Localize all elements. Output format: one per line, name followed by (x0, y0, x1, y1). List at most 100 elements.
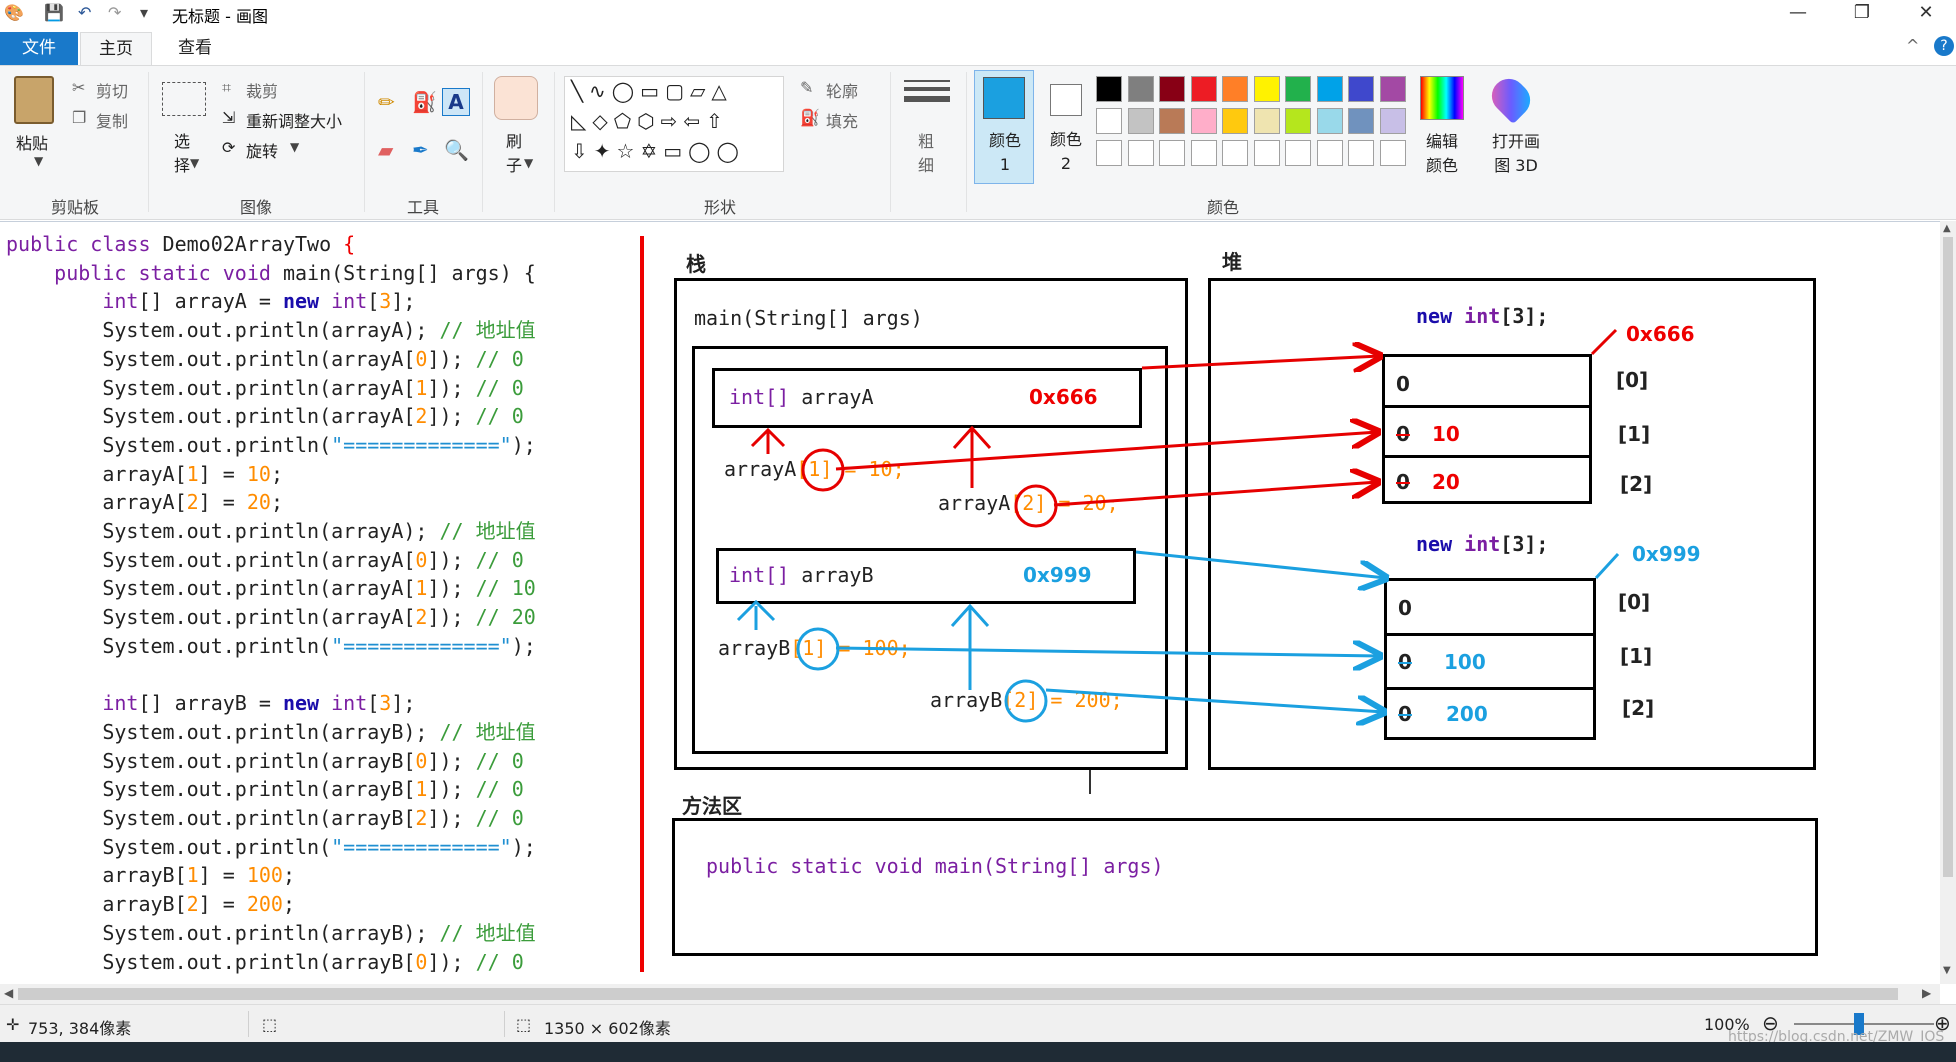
palette-swatch[interactable] (1285, 76, 1311, 102)
brush-icon[interactable] (494, 76, 538, 120)
shapes-gallery[interactable]: ╲∿◯▭▢▱△ ◺◇⬠⬡⇨⇦⇧ ⇩✦☆✡▭◯◯ (564, 76, 784, 172)
scroll-up-icon[interactable]: ▲ (1943, 223, 1951, 234)
pencil-icon[interactable]: ✏ (378, 90, 395, 114)
save-icon[interactable]: 💾 (44, 3, 64, 22)
palette-swatch[interactable] (1253, 140, 1280, 166)
tab-file[interactable]: 文件 (0, 32, 78, 65)
horizontal-scroll-thumb[interactable] (18, 988, 1898, 1000)
minimize-button[interactable]: — (1789, 2, 1807, 23)
size-icon[interactable] (904, 80, 950, 110)
code-token: 2 (415, 605, 428, 630)
fill-bucket-icon[interactable]: ⛽ (412, 90, 437, 114)
palette-swatch[interactable] (1222, 108, 1248, 134)
rotate-button[interactable]: 旋转 (246, 142, 279, 161)
vertical-scrollbar[interactable]: ▲ ▼ (1940, 221, 1956, 984)
color2-button[interactable]: 颜色 2 (1038, 70, 1094, 184)
palette-swatch[interactable] (1316, 108, 1343, 134)
cut-icon[interactable]: ✂ (72, 78, 86, 97)
palette-swatch[interactable] (1096, 108, 1122, 134)
heapB-cell-1-old: 0 (1398, 650, 1412, 674)
quick-access-dropdown-icon[interactable]: ▾ (140, 3, 149, 22)
edit-colors-button[interactable]: 编辑颜色 (1425, 132, 1458, 175)
palette-swatch[interactable] (1127, 76, 1154, 102)
palette-swatch[interactable] (1159, 76, 1185, 102)
palette-swatch[interactable] (1348, 108, 1374, 134)
outline-button[interactable]: 轮廓 (826, 82, 859, 101)
code-token: ); (511, 432, 536, 457)
copy-button[interactable]: 复制 (96, 112, 129, 131)
palette-swatch[interactable] (1379, 76, 1406, 102)
palette-swatch[interactable] (1096, 140, 1122, 166)
palette-swatch[interactable] (1316, 76, 1343, 102)
cut-button[interactable]: 剪切 (96, 82, 129, 101)
palette-swatch[interactable] (1222, 76, 1248, 102)
rotate-dropdown-icon[interactable]: ▼ (290, 140, 300, 154)
copy-icon[interactable]: ❐ (72, 108, 87, 127)
palette-swatch[interactable] (1348, 140, 1374, 166)
tab-view[interactable]: 查看 (178, 38, 212, 58)
paint3d-button[interactable]: 打开画图 3D (1491, 132, 1540, 175)
palette-swatch[interactable] (1159, 108, 1185, 134)
redo-icon[interactable]: ↷ (108, 3, 122, 22)
brush-dropdown-icon[interactable]: ▼ (524, 156, 534, 170)
restore-button[interactable]: ❐ (1853, 2, 1871, 23)
brush-button[interactable]: 刷子 (506, 132, 523, 175)
zoom-in-icon[interactable]: ⊕ (1934, 1011, 1951, 1035)
eraser-icon[interactable]: ▰ (378, 138, 394, 162)
palette-swatch[interactable] (1127, 140, 1154, 166)
rotate-icon[interactable]: ⟳ (222, 138, 236, 157)
help-icon[interactable]: ? (1934, 36, 1954, 56)
paste-dropdown-icon[interactable]: ▼ (34, 154, 44, 168)
magnifier-icon[interactable]: 🔍 (444, 138, 469, 162)
resize-icon[interactable]: ⇲ (222, 108, 236, 127)
palette-swatch[interactable] (1285, 108, 1311, 134)
tab-home[interactable]: 主页 (80, 32, 152, 65)
undo-icon[interactable]: ↶ (78, 3, 92, 22)
assign-a1-var: arrayA (724, 457, 797, 481)
fill-icon[interactable]: ⛽ (800, 108, 820, 127)
color1-button[interactable]: 颜色 1 (974, 70, 1034, 184)
outline-icon[interactable]: ✎ (800, 78, 814, 97)
palette-swatch[interactable] (1285, 140, 1311, 166)
palette-swatch[interactable] (1379, 140, 1406, 166)
palette-swatch[interactable] (1190, 108, 1217, 134)
zoom-slider-thumb[interactable] (1854, 1013, 1864, 1035)
select-button[interactable]: 选择 (174, 132, 191, 175)
collapse-ribbon-icon[interactable]: ^ (1906, 36, 1920, 55)
paste-icon[interactable] (14, 76, 54, 124)
palette-swatch[interactable] (1348, 76, 1374, 102)
palette-swatch[interactable] (1190, 140, 1217, 166)
crop-button[interactable]: 裁剪 (246, 82, 279, 101)
size-button[interactable]: 粗细 (918, 132, 935, 175)
scroll-left-icon[interactable]: ◀ (4, 986, 14, 1000)
shapes-row-1-icons[interactable]: ╲∿◯▭▢▱△ (571, 79, 733, 103)
fill-button[interactable]: 填充 (826, 112, 859, 131)
palette-swatch[interactable] (1222, 140, 1248, 166)
resize-button[interactable]: 重新调整大小 (246, 112, 343, 131)
edit-colors-icon[interactable] (1420, 76, 1464, 120)
scroll-right-icon[interactable]: ▶ (1922, 986, 1932, 1000)
text-tool-icon[interactable]: A (442, 88, 470, 116)
zoom-out-icon[interactable]: ⊖ (1762, 1011, 1779, 1035)
palette-swatch[interactable] (1253, 108, 1280, 134)
palette-swatch[interactable] (1316, 140, 1343, 166)
palette-swatch[interactable] (1253, 76, 1280, 102)
palette-swatch[interactable] (1190, 76, 1217, 102)
palette-swatch[interactable] (1379, 108, 1406, 134)
close-button[interactable]: ✕ (1918, 2, 1934, 23)
shapes-row-3-icons[interactable]: ⇩✦☆✡▭◯◯ (571, 139, 745, 163)
vertical-scroll-thumb[interactable] (1943, 237, 1953, 877)
paste-button[interactable]: 粘贴 (16, 134, 49, 153)
palette-swatch[interactable] (1159, 140, 1185, 166)
select-dropdown-icon[interactable]: ▼ (190, 156, 200, 170)
paint-app-icon[interactable]: 🎨 (4, 3, 24, 22)
zoom-slider[interactable] (1794, 1023, 1934, 1025)
crop-icon[interactable]: ⌗ (222, 78, 232, 97)
color-picker-icon[interactable]: ✒ (412, 138, 429, 162)
shapes-row-2-icons[interactable]: ◺◇⬠⬡⇨⇦⇧ (571, 109, 729, 133)
palette-swatch[interactable] (1127, 108, 1154, 134)
select-icon[interactable] (162, 82, 206, 116)
palette-swatch[interactable] (1096, 76, 1122, 102)
arrow-arrayA-ref (1141, 356, 1380, 368)
scroll-down-icon[interactable]: ▼ (1943, 965, 1951, 976)
